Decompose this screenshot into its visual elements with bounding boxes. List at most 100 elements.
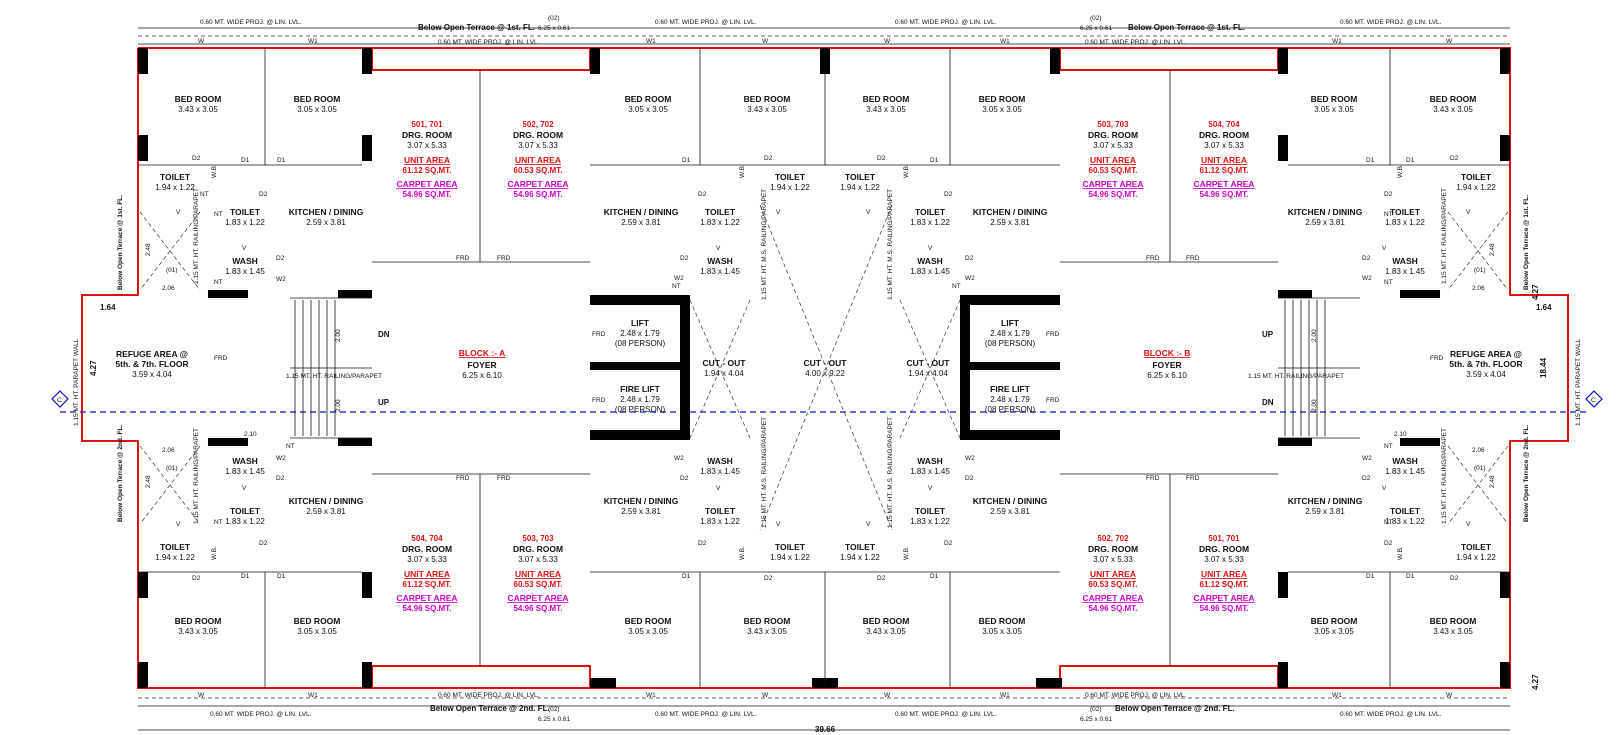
door-label: D2 bbox=[877, 155, 886, 162]
wash-labels-top: WASH 1.83 x 1.45 WASH 1.83 x 1.45 WASH 1… bbox=[225, 256, 1425, 276]
room-name: KITCHEN / DINING bbox=[1288, 207, 1363, 217]
room-size: 1.94 x 1.22 bbox=[770, 553, 810, 562]
bed-room-label: BED ROOM 3.43 x 3.05 bbox=[1430, 94, 1477, 114]
room-name: LIFT bbox=[1001, 318, 1020, 328]
marker-01: (01) bbox=[166, 465, 178, 472]
nt-label: NT bbox=[214, 279, 223, 286]
door-label: D1 bbox=[277, 573, 286, 580]
door-label: W2 bbox=[965, 275, 975, 282]
block-title: BLOCK :- B bbox=[1144, 348, 1191, 358]
room-name: WASH bbox=[1392, 256, 1418, 266]
room-size: 3.07 x 5.33 bbox=[518, 141, 558, 150]
window-label: W bbox=[884, 692, 891, 699]
door-label: D2 bbox=[698, 191, 707, 198]
v-label: V bbox=[176, 521, 181, 528]
door-label: W2 bbox=[276, 276, 286, 283]
dim-label: 4.27 bbox=[89, 360, 98, 376]
door-label: D1 bbox=[930, 573, 939, 580]
stair-dn-label: DN bbox=[1262, 398, 1274, 407]
window-label: W1 bbox=[1000, 38, 1010, 45]
room-name: BED ROOM bbox=[979, 94, 1026, 104]
unit-501-701-bottom: 501, 701 DRG. ROOM 3.07 x 5.33 UNIT AREA… bbox=[1193, 534, 1254, 613]
wb-label: W.B. bbox=[739, 546, 746, 560]
proj-size: 6.25 x 0.61 bbox=[538, 25, 571, 32]
door-label: D2 bbox=[1384, 191, 1393, 198]
room-size: 3.43 x 3.05 bbox=[747, 627, 787, 636]
room-size: 1.83 x 1.45 bbox=[1385, 267, 1425, 276]
axis-label: C bbox=[1591, 397, 1596, 404]
door-label: D2 bbox=[965, 475, 974, 482]
room-name: LIFT bbox=[631, 318, 650, 328]
room-size: 3.43 x 3.05 bbox=[178, 627, 218, 636]
terrace-bot-label-b: Below Open Terrace @ 2nd. FL. bbox=[1115, 704, 1235, 713]
room-name: FOYER bbox=[467, 360, 496, 370]
room-size: 1.83 x 1.45 bbox=[910, 467, 950, 476]
room-name: DRG. ROOM bbox=[513, 544, 563, 554]
marker-02: (02) bbox=[1090, 15, 1102, 22]
terrace-top-label-a: Below Open Terrace @ 1st. FL. bbox=[418, 23, 535, 32]
room-name: TOILET bbox=[1390, 207, 1421, 217]
unit-504-704-bottom: 504, 704 DRG. ROOM 3.07 x 5.33 UNIT AREA… bbox=[396, 534, 457, 613]
window-label: W1 bbox=[646, 692, 656, 699]
bed-room-label: BED ROOM 3.05 x 3.05 bbox=[979, 94, 1026, 114]
door-label: D1 bbox=[241, 157, 250, 164]
room-name: DRG. ROOM bbox=[1199, 544, 1249, 554]
door-label: D2 bbox=[965, 255, 974, 262]
room-name: KITCHEN / DINING bbox=[1288, 496, 1363, 506]
bed-room-labels-bottom: BED ROOM 3.43 x 3.05 BED ROOM 3.05 x 3.0… bbox=[175, 616, 1477, 636]
window-label: W bbox=[1446, 692, 1453, 699]
marker-01: (01) bbox=[166, 267, 178, 274]
railing-label: 1.15 MT. HT. RAILING/PARAPET bbox=[1441, 188, 1448, 284]
marker-01: (01) bbox=[1474, 267, 1486, 274]
room-size: 3.43 x 3.05 bbox=[866, 627, 906, 636]
side-terrace-bot-left: Below Open Terrace @ 2nd. FL. bbox=[117, 425, 124, 522]
axis-marker-right: C bbox=[1585, 390, 1603, 408]
carpet-area-label: CARPET AREA bbox=[1082, 179, 1143, 189]
room-name: TOILET bbox=[1461, 542, 1492, 552]
room-name: KITCHEN / DINING bbox=[289, 496, 364, 506]
door-label: FRD bbox=[1186, 475, 1200, 482]
room-size: 6.25 x 6.10 bbox=[1147, 371, 1187, 380]
door-label: D2 bbox=[1450, 575, 1459, 582]
stair-up-label: UP bbox=[1262, 330, 1274, 339]
proj-size: 6.25 x 0.61 bbox=[538, 716, 571, 723]
unit-area-value: 60.53 SQ.MT. bbox=[514, 580, 563, 589]
v-label: V bbox=[776, 521, 781, 528]
room-name: BED ROOM bbox=[1430, 616, 1477, 626]
unit-number: 504, 704 bbox=[1208, 120, 1240, 129]
unit-area-value: 61.12 SQ.MT. bbox=[403, 580, 452, 589]
stair-dn-label: DN bbox=[378, 330, 390, 339]
nt-label: NT bbox=[1384, 279, 1393, 286]
door-label: FRD bbox=[1186, 255, 1200, 262]
proj-label: 0.60 MT. WIDE PROJ. @ LIN. LVL. bbox=[895, 711, 997, 718]
side-terrace-labels: Below Open Terrace @ 1st. FL. Below Open… bbox=[117, 195, 1530, 522]
unit-501-701-top: 501, 701 DRG. ROOM 3.07 x 5.33 UNIT AREA… bbox=[396, 120, 457, 199]
window-label: W1 bbox=[308, 692, 318, 699]
room-name: KITCHEN / DINING bbox=[973, 207, 1048, 217]
window-label: W1 bbox=[1332, 692, 1342, 699]
unit-number: 504, 704 bbox=[411, 534, 443, 543]
door-label: FRD bbox=[1046, 331, 1060, 338]
bed-room-label: BED ROOM 3.43 x 3.05 bbox=[744, 94, 791, 114]
dim-label: 2.10 bbox=[244, 431, 257, 438]
marker-01: (01) bbox=[1474, 465, 1486, 472]
room-size: 3.43 x 3.05 bbox=[178, 105, 218, 114]
unit-area-value: 61.12 SQ.MT. bbox=[1200, 580, 1249, 589]
door-label: FRD bbox=[592, 331, 606, 338]
room-size: 2.59 x 3.81 bbox=[1305, 218, 1345, 227]
fire-lift-a: FIRE LIFT 2.48 x 1.79 (08 PERSON) bbox=[615, 384, 666, 414]
carpet-area-label: CARPET AREA bbox=[1193, 179, 1254, 189]
room-name: KITCHEN / DINING bbox=[973, 496, 1048, 506]
dim-label: 2.10 bbox=[1394, 431, 1407, 438]
bed-room-label: BED ROOM 3.43 x 3.05 bbox=[175, 94, 222, 114]
door-label: W2 bbox=[276, 455, 286, 462]
door-label: FRD bbox=[1146, 255, 1160, 262]
room-size: 2.48 x 1.79 bbox=[620, 395, 660, 404]
room-size: 2.59 x 3.81 bbox=[306, 507, 346, 516]
proj-size: 6.25 x 0.61 bbox=[1080, 25, 1113, 32]
room-name: BED ROOM bbox=[744, 94, 791, 104]
room-name: WASH bbox=[917, 256, 943, 266]
railing-label: 1.15 MT. HT. RAILING/PARAPET bbox=[1441, 428, 1448, 524]
nt-label: NT bbox=[200, 191, 209, 198]
room-name: BED ROOM bbox=[863, 94, 910, 104]
